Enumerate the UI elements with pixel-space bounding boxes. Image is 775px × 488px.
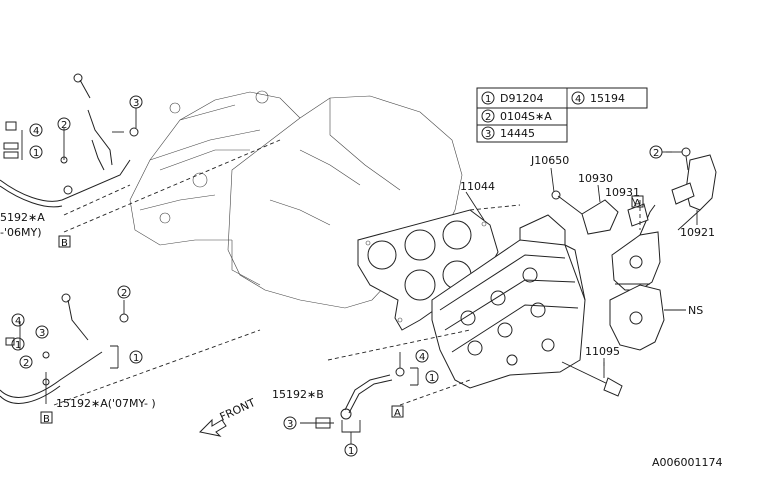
- boxed-b-bottom: B: [40, 411, 53, 425]
- dashed-leaders: [53, 139, 641, 406]
- legend-code-2: 0104S∗A: [500, 110, 552, 123]
- legend-num-2: 2: [481, 109, 495, 123]
- legend-code-3: 14445: [500, 127, 535, 140]
- callout-circles: 3 4 1 2 2 2 4 3 1 2 1 4 1 3 1: [11, 95, 663, 457]
- callout-4-top-left: 4: [29, 123, 43, 137]
- bolt-11095: [561, 361, 623, 397]
- callout-1-center-a: 1: [425, 370, 439, 384]
- svg-text:1: 1: [133, 353, 139, 364]
- svg-text:2: 2: [653, 148, 659, 159]
- svg-text:4: 4: [33, 126, 39, 137]
- cover-10930: [550, 167, 649, 235]
- svg-text:B: B: [61, 238, 68, 249]
- callout-1-top-left: 1: [29, 145, 43, 159]
- callout-1-lower-left-a: 1: [11, 337, 25, 351]
- label-10931: 10931: [605, 186, 640, 199]
- label-11044: 11044: [460, 180, 495, 193]
- legend-code-4: 15194: [590, 92, 625, 105]
- svg-text:4: 4: [419, 352, 425, 363]
- upper-left-pipe: [0, 73, 139, 208]
- callout-4-lower-left: 4: [11, 313, 25, 327]
- boxed-labels: B B A A: [40, 195, 644, 425]
- label-11095: 11095: [585, 345, 620, 358]
- label-10930: 10930: [578, 172, 613, 185]
- svg-text:A: A: [394, 408, 401, 419]
- svg-text:A: A: [634, 198, 641, 209]
- svg-text:3: 3: [485, 129, 491, 140]
- svg-text:3: 3: [39, 328, 45, 339]
- boxed-b-top: B: [58, 235, 71, 249]
- svg-text:1: 1: [348, 446, 354, 457]
- legend-num-1: 1: [481, 91, 495, 105]
- callout-4-center: 4: [415, 349, 429, 363]
- head-gasket-drawing: [357, 209, 499, 331]
- timing-cover-drawing: [609, 204, 686, 351]
- svg-text:4: 4: [15, 316, 21, 327]
- callout-2-lower-left: 2: [117, 285, 131, 299]
- callout-3-lower-left: 3: [35, 325, 49, 339]
- front-label: FRONT: [218, 396, 258, 424]
- lower-center-pipe: [300, 352, 419, 444]
- oil-control-valve: [666, 147, 717, 225]
- callout-3-center: 3: [283, 416, 297, 430]
- svg-text:1: 1: [429, 373, 435, 384]
- label-15192b: 15192∗B: [272, 388, 324, 401]
- legend-table: 1 D91204 4 15194 2 0104S∗A 3 14445: [476, 87, 648, 143]
- label-j10650: J10650: [530, 154, 569, 167]
- legend-code-1: D91204: [500, 92, 543, 105]
- leader-lines: [465, 151, 701, 366]
- callout-2-right: 2: [649, 145, 663, 159]
- diagram-code: A006001174: [652, 456, 723, 469]
- svg-text:1: 1: [485, 94, 491, 105]
- engine-block-drawing: [129, 90, 463, 309]
- boxed-a-center: A: [391, 405, 404, 419]
- boxed-a-right: A: [631, 195, 644, 209]
- legend-num-3: 3: [481, 126, 495, 140]
- svg-text:2: 2: [485, 112, 491, 123]
- part-labels: J10650 10930 10931 11044 10921 NS 11095 …: [0, 154, 723, 469]
- svg-text:1: 1: [33, 148, 39, 159]
- label-ns: NS: [688, 304, 703, 317]
- label-10921: 10921: [680, 226, 715, 239]
- svg-text:1: 1: [15, 340, 21, 351]
- label-15192a-06my-line2: -'06MY): [0, 226, 42, 239]
- label-15192a-07my: 15192∗A('07MY- ): [56, 397, 156, 410]
- callout-1-lower-left-b: 1: [129, 350, 143, 364]
- lower-left-pipe: [0, 293, 129, 404]
- callout-2-lower-left-b: 2: [19, 355, 33, 369]
- svg-text:B: B: [43, 414, 50, 425]
- callout-1-center-b: 1: [344, 443, 358, 457]
- svg-text:3: 3: [133, 98, 139, 109]
- svg-text:4: 4: [575, 94, 581, 105]
- svg-text:2: 2: [23, 358, 29, 369]
- cylinder-head-drawing: [431, 214, 586, 389]
- svg-text:3: 3: [287, 419, 293, 430]
- label-15192a-06my-line1: 5192∗A: [0, 211, 45, 224]
- svg-text:2: 2: [61, 120, 67, 131]
- callout-3-top: 3: [129, 95, 143, 109]
- legend-num-4: 4: [571, 91, 585, 105]
- svg-text:2: 2: [121, 288, 127, 299]
- callout-2-top-left: 2: [57, 117, 71, 131]
- front-arrow: FRONT: [198, 396, 258, 437]
